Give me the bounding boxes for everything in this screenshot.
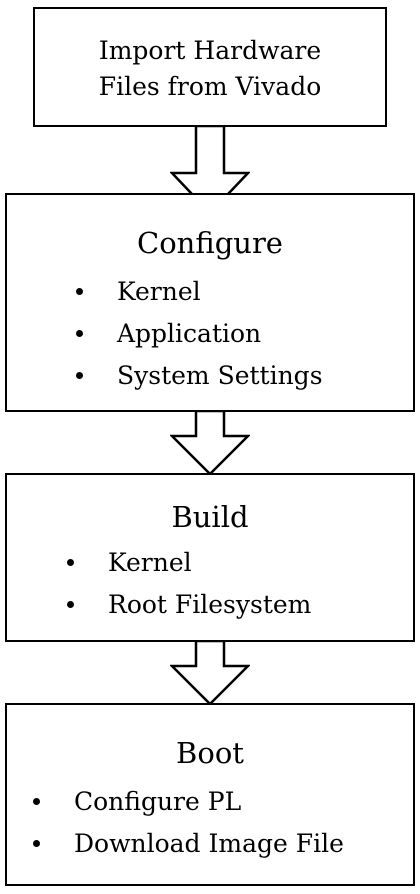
list-item: Root Filesystem — [63, 584, 311, 626]
step-import-hardware-title: Import Hardware Files from Vivado — [35, 33, 385, 105]
step-boot-box: Boot Configure PL Download Image File — [5, 703, 415, 886]
bullet-text: Configure PL — [74, 787, 242, 816]
list-item: System Settings — [72, 355, 323, 397]
down-arrow-icon — [170, 410, 250, 476]
down-arrow-icon — [170, 640, 250, 706]
step-configure-bullet-list: Kernel Application System Settings — [72, 271, 323, 397]
list-item: Configure PL — [29, 781, 344, 823]
bullet-icon — [76, 330, 83, 337]
bullet-icon — [33, 798, 40, 805]
bullet-icon — [67, 601, 74, 608]
step-build-title: Build — [171, 500, 249, 534]
step-import-hardware-title-line-2: Files from Vivado — [98, 72, 322, 101]
bullet-text: Download Image File — [74, 829, 344, 858]
bullet-icon — [67, 559, 74, 566]
list-item: Kernel — [63, 542, 311, 584]
step-import-hardware-box: Import Hardware Files from Vivado — [33, 7, 387, 127]
bullet-icon — [76, 372, 83, 379]
bullet-text: Root Filesystem — [108, 590, 312, 619]
bullet-text: System Settings — [117, 361, 323, 390]
list-item: Kernel — [72, 271, 323, 313]
step-configure-box: Configure Kernel Application System Sett… — [5, 193, 415, 412]
bullet-text: Application — [117, 319, 262, 348]
bullet-icon — [76, 288, 83, 295]
bullet-text: Kernel — [108, 548, 192, 577]
step-build-bullet-list: Kernel Root Filesystem — [63, 542, 311, 626]
list-item: Download Image File — [29, 823, 344, 865]
step-configure-title: Configure — [137, 226, 283, 260]
step-boot-bullet-list: Configure PL Download Image File — [29, 781, 344, 865]
list-item: Application — [72, 313, 323, 355]
step-build-box: Build Kernel Root Filesystem — [5, 473, 415, 642]
bullet-text: Kernel — [117, 277, 201, 306]
step-import-hardware-title-line-1: Import Hardware — [98, 36, 322, 65]
bullet-icon — [33, 840, 40, 847]
step-boot-title: Boot — [176, 736, 244, 770]
